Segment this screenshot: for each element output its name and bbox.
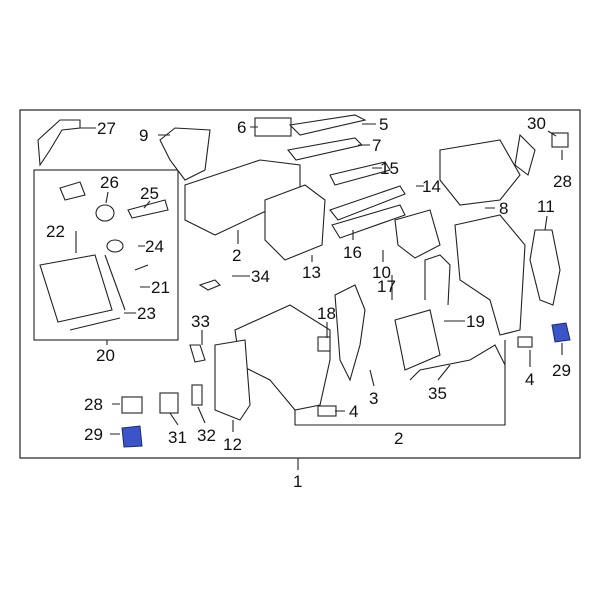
part-22-evaporator <box>39 254 113 323</box>
part-lower-case <box>234 304 331 411</box>
callout-32: 32 <box>197 426 216 445</box>
callout-20: 20 <box>96 346 115 365</box>
evaporator-subframe <box>33 169 179 341</box>
callout-12: 12 <box>223 435 242 454</box>
callout-28: 28 <box>553 172 572 191</box>
part-23-seal <box>69 317 121 331</box>
callout-4: 4 <box>525 370 534 389</box>
callout-3: 3 <box>369 389 378 408</box>
callout-31: 31 <box>168 428 187 447</box>
part-12-duct <box>214 339 251 421</box>
part-right-case <box>454 214 526 336</box>
part-expansion-valve <box>59 181 86 201</box>
part-3-door <box>334 284 366 382</box>
callout-5: 5 <box>379 115 388 134</box>
part-29-highlight-right <box>551 322 571 343</box>
callout-16: 16 <box>343 243 362 262</box>
callout-21: 21 <box>151 278 170 297</box>
part-4-seal <box>317 405 337 417</box>
callout-10: 10 <box>372 263 391 282</box>
callout-26: 26 <box>100 173 119 192</box>
callout-6: 6 <box>237 118 246 137</box>
callout-4-lower: 4 <box>349 402 358 421</box>
part-11-duct <box>529 229 561 306</box>
callout-28-lower: 28 <box>84 395 103 414</box>
part-10-duct <box>394 209 441 259</box>
callout-8: 8 <box>499 199 508 218</box>
callout-24: 24 <box>145 237 164 256</box>
part-30-bracket <box>514 133 536 176</box>
callout-30: 30 <box>527 114 546 133</box>
callout-29-lower: 29 <box>84 425 103 444</box>
callout-2-lower: 2 <box>394 429 403 448</box>
callout-34: 34 <box>251 267 270 286</box>
part-32 <box>191 384 203 406</box>
callout-11: 11 <box>537 197 555 216</box>
callout-17: 17 <box>377 277 396 296</box>
part-29-highlight-left <box>121 425 143 448</box>
part-19-pipes <box>424 254 451 306</box>
callout-9: 9 <box>139 126 148 145</box>
part-25-pipe <box>127 199 169 219</box>
callout-labels: 27 9 6 5 7 30 15 28 26 25 14 8 11 22 24 … <box>46 114 572 491</box>
callout-25: 25 <box>140 184 159 203</box>
part-blower <box>264 184 326 261</box>
callout-35: 35 <box>428 384 447 403</box>
callout-7: 7 <box>372 136 381 155</box>
part-21-bolt <box>134 264 149 271</box>
assembly-frame <box>19 109 581 459</box>
callout-33: 33 <box>191 312 210 331</box>
part-14-seal <box>329 185 406 221</box>
callout-27: 27 <box>97 119 116 138</box>
part-6-clips <box>254 117 292 137</box>
part-7-filter <box>286 137 364 161</box>
callout-22: 22 <box>46 222 65 241</box>
part-4-seal-b <box>517 336 533 348</box>
callout-13: 13 <box>302 263 321 282</box>
callout-1: 1 <box>293 472 302 491</box>
parts-illustration <box>37 114 571 448</box>
part-8-actuators <box>439 139 521 206</box>
part-24-oring <box>106 239 124 253</box>
part-5-filter <box>288 114 367 136</box>
callout-2: 2 <box>232 246 241 265</box>
part-28-connector <box>551 132 569 148</box>
part-16-seal <box>331 204 406 239</box>
callout-19: 19 <box>466 312 485 331</box>
callout-23: 23 <box>137 304 156 323</box>
callout-15: 15 <box>380 159 399 178</box>
part-28-connector-b <box>121 396 143 414</box>
part-21-seal <box>104 254 126 311</box>
part-19-core <box>394 309 441 371</box>
part-26-valve <box>95 204 115 222</box>
part-9-duct <box>159 127 211 181</box>
part-33-sensor <box>189 344 206 363</box>
callout-14: 14 <box>422 177 441 196</box>
callout-18: 18 <box>317 304 336 323</box>
part-34-sensor <box>198 279 221 291</box>
part-35-harness <box>409 344 506 381</box>
part-27-pipe <box>37 119 81 167</box>
callout-29: 29 <box>552 361 571 380</box>
part-18 <box>317 336 331 352</box>
part-31 <box>159 392 179 414</box>
